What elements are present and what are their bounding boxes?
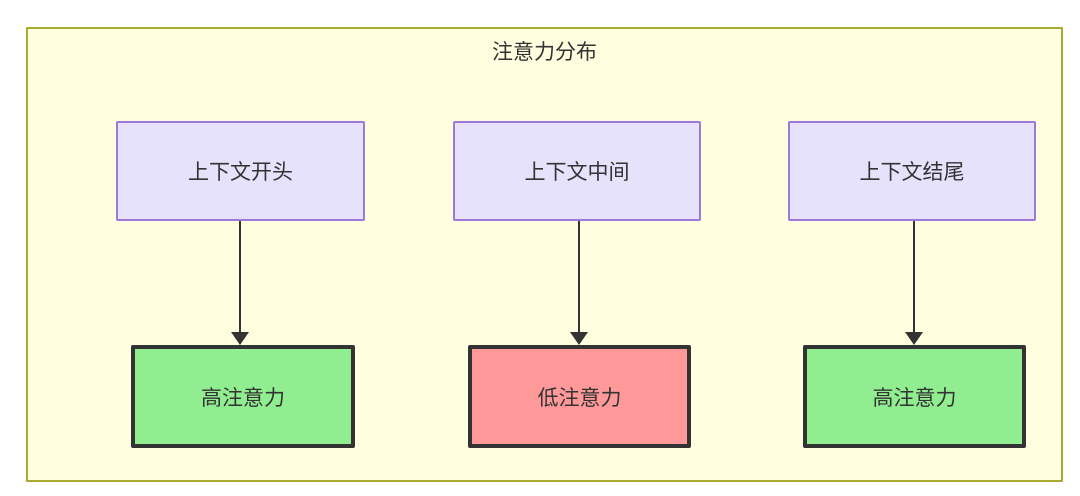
node-high-attention-end[interactable]: 高注意力 (803, 345, 1026, 448)
arrow-context-middle-to-low-attention (578, 221, 580, 333)
arrow-context-end-to-high-attention (913, 221, 915, 333)
node-context-middle-label: 上下文中间 (524, 161, 630, 184)
diagram-title: 注意力分布 (492, 41, 597, 64)
node-high-attention-start-label: 高注意力 (201, 386, 285, 410)
node-low-attention-middle-label: 低注意力 (537, 386, 622, 410)
node-low-attention-middle[interactable]: 低注意力 (468, 345, 691, 448)
node-high-attention-start[interactable]: 高注意力 (131, 345, 355, 448)
node-context-end[interactable]: 上下文结尾 (788, 121, 1036, 221)
attention-distribution-container: 注意力分布 上下文开头 上下文中间 上下文结尾 高注意力 低注意力 高注意力 (26, 27, 1063, 482)
node-context-start-label: 上下文开头 (188, 161, 293, 184)
node-context-end-label: 上下文结尾 (859, 161, 965, 184)
node-context-middle[interactable]: 上下文中间 (453, 121, 701, 221)
arrow-context-start-to-high-attention (239, 221, 241, 333)
node-context-start[interactable]: 上下文开头 (116, 121, 365, 221)
node-high-attention-end-label: 高注意力 (872, 386, 957, 410)
